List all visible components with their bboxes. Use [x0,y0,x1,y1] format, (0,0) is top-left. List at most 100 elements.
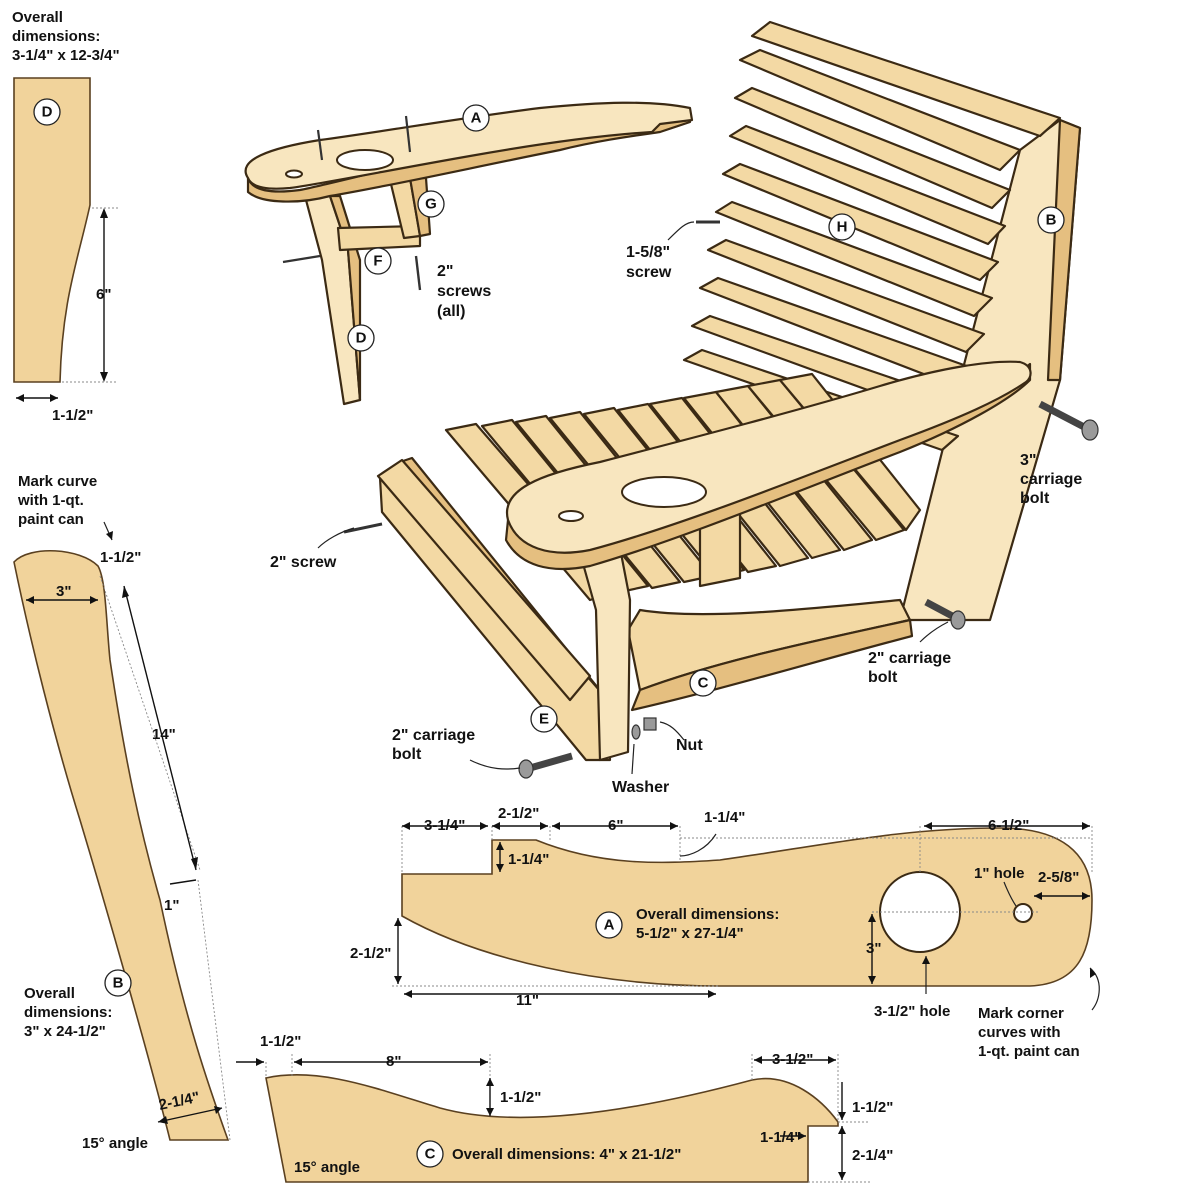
chair-bolt2-left-line2: bolt [392,746,422,763]
part-a-right-label: 6-1/2" [988,817,1029,834]
part-b-note-line3: paint can [18,511,84,528]
part-a-left-label: 3-1/4" [424,817,465,834]
chair-badge-e: E [530,705,558,733]
part-a-notch-h-label: 1-1/4" [508,851,549,868]
part-d-template: Overall dimensions: 3-1/4" x 12-3/4" D 6… [12,9,120,424]
chair-badge-b: B [1037,206,1065,234]
part-b-overall-line3: 3" x 24-1/2" [24,1023,106,1040]
part-d-width-label: 1-1/2" [52,407,93,424]
chair-badge-c: C [689,669,717,697]
part-a-corner-line3: 1-qt. paint can [978,1043,1080,1060]
part-d-shape [13,77,91,383]
chair-screw-label-line1: 1-5/8" [626,244,670,261]
carriage-bolt-3in [1038,400,1099,441]
part-c-notch-label: 1-1/4" [760,1129,801,1146]
part-a-small-hole [1013,903,1033,923]
part-a-bottom-label: 11" [516,992,539,1009]
part-b-shape [13,550,230,1141]
svg-text:C: C [698,675,709,692]
chair-assembly: H B C E 1-5/8" screw 3" carriage bolt 2"… [270,20,1099,796]
svg-text:B: B [1046,212,1057,229]
armrest-subassembly: A G F D 2" screws (all) [244,101,694,406]
part-b-angle-label: 15° angle [82,1135,148,1152]
part-b-note-line2: with 1-qt. [17,492,84,509]
chair-badge-h: H [828,213,856,241]
part-b-note-line1: Mark curve [18,473,97,490]
chair-screw2-label: 2" screw [270,554,337,571]
chair-bolt3-line1: 3" [1020,452,1036,469]
chair-bolt2-right-line2: bolt [868,669,898,686]
part-a-small-offset-label: 2-5/8" [1038,869,1079,886]
armrest-screws-line2: screws [437,283,491,300]
chair-bolt3-line2: carriage [1020,471,1082,488]
part-b-bottom-width-dimension [157,1107,223,1123]
part-c-eight-label: 8" [386,1053,401,1070]
armrest-screws-line3: (all) [437,303,465,320]
svg-text:B: B [113,975,124,992]
part-c-overall-label: Overall dimensions: 4" x 21-1/2" [452,1146,681,1163]
part-b-length-dimension [123,585,197,871]
part-b-template: Mark curve with 1-qt. paint can B 1-1/2"… [13,473,231,1152]
svg-text:H: H [837,219,848,236]
chair-nut-label: Nut [676,737,703,754]
part-c-shape [265,1074,839,1183]
part-a-six-label: 6" [608,817,623,834]
part-c-base-label: 2-1/4" [852,1147,893,1164]
part-a-notch-w-label: 2-1/2" [498,805,539,822]
part-a-height-label: 2-1/2" [350,945,391,962]
chair-screw-label-line2: screw [626,264,672,281]
chair-bolt2-left-line1: 2" carriage [392,727,475,744]
part-d-title-line2: dimensions: [12,28,100,45]
svg-text:A: A [604,917,615,934]
chair-armrest-a [505,360,1032,554]
part-a-overall-line2: 5-1/2" x 27-1/4" [636,925,744,942]
washer-icon [631,724,641,740]
chair-bolt3-line3: bolt [1020,490,1050,507]
part-d-title-line1: Overall [12,9,63,26]
part-a-corner-line1: Mark corner [978,1005,1064,1022]
armrest-screws-line1: 2" [437,263,453,280]
svg-text:C: C [425,1146,436,1163]
chair-cup-hole [621,476,707,508]
carriage-bolt-2in-left [518,752,573,779]
part-b-badge: B [104,969,132,997]
part-c-right-h-label: 1-1/2" [852,1099,893,1116]
svg-text:A: A [471,110,482,127]
svg-text:F: F [373,253,382,270]
part-a-corner-line2: curves with [978,1024,1061,1041]
screw-icon [414,255,422,291]
chair-washer-label: Washer [612,779,669,796]
svg-text:E: E [539,711,549,728]
part-a-large-hole-label: 3-1/2" hole [874,1003,950,1020]
svg-text:D: D [42,104,53,121]
part-c-badge: C [416,1140,444,1168]
part-b-inset-label: 1" [164,897,179,914]
part-a-callout-label: 1-1/4" [704,809,745,826]
part-a-badge: A [595,911,623,939]
nut-icon [643,717,657,731]
part-a-overall-line1: Overall dimensions: [636,906,779,923]
part-a-template: A Overall dimensions: 5-1/2" x 27-1/4" 3… [350,805,1100,1060]
part-c-dip-label: 1-1/2" [500,1089,541,1106]
part-b-top-width-label: 3" [56,583,71,600]
armrest-cup-hole [336,149,394,171]
part-b-top-offset-label: 1-1/2" [100,549,141,566]
part-b-overall-line2: dimensions: [24,1004,112,1021]
armrest-badge-g: G [417,190,445,218]
part-c-right-label: 3-1/2" [772,1051,813,1068]
chair-screw-left [343,522,383,534]
armrest-badge-d: D [347,324,375,352]
armrest-badge-f: F [364,247,392,275]
part-c-angle-label: 15° angle [294,1159,360,1176]
part-b-overall-line1: Overall [24,985,75,1002]
part-b-length-label: 14" [152,726,176,743]
part-c-left-label: 1-1/2" [260,1033,301,1050]
part-d-height-label: 6" [96,286,111,303]
svg-text:D: D [356,330,367,347]
armrest-block-f [336,224,422,252]
carriage-bolt-2in-right [924,598,966,630]
armrest-screws [282,115,422,291]
part-c-template: C Overall dimensions: 4" x 21-1/2" 15° a… [236,1033,893,1183]
chair-back-slats-h [682,20,1062,452]
